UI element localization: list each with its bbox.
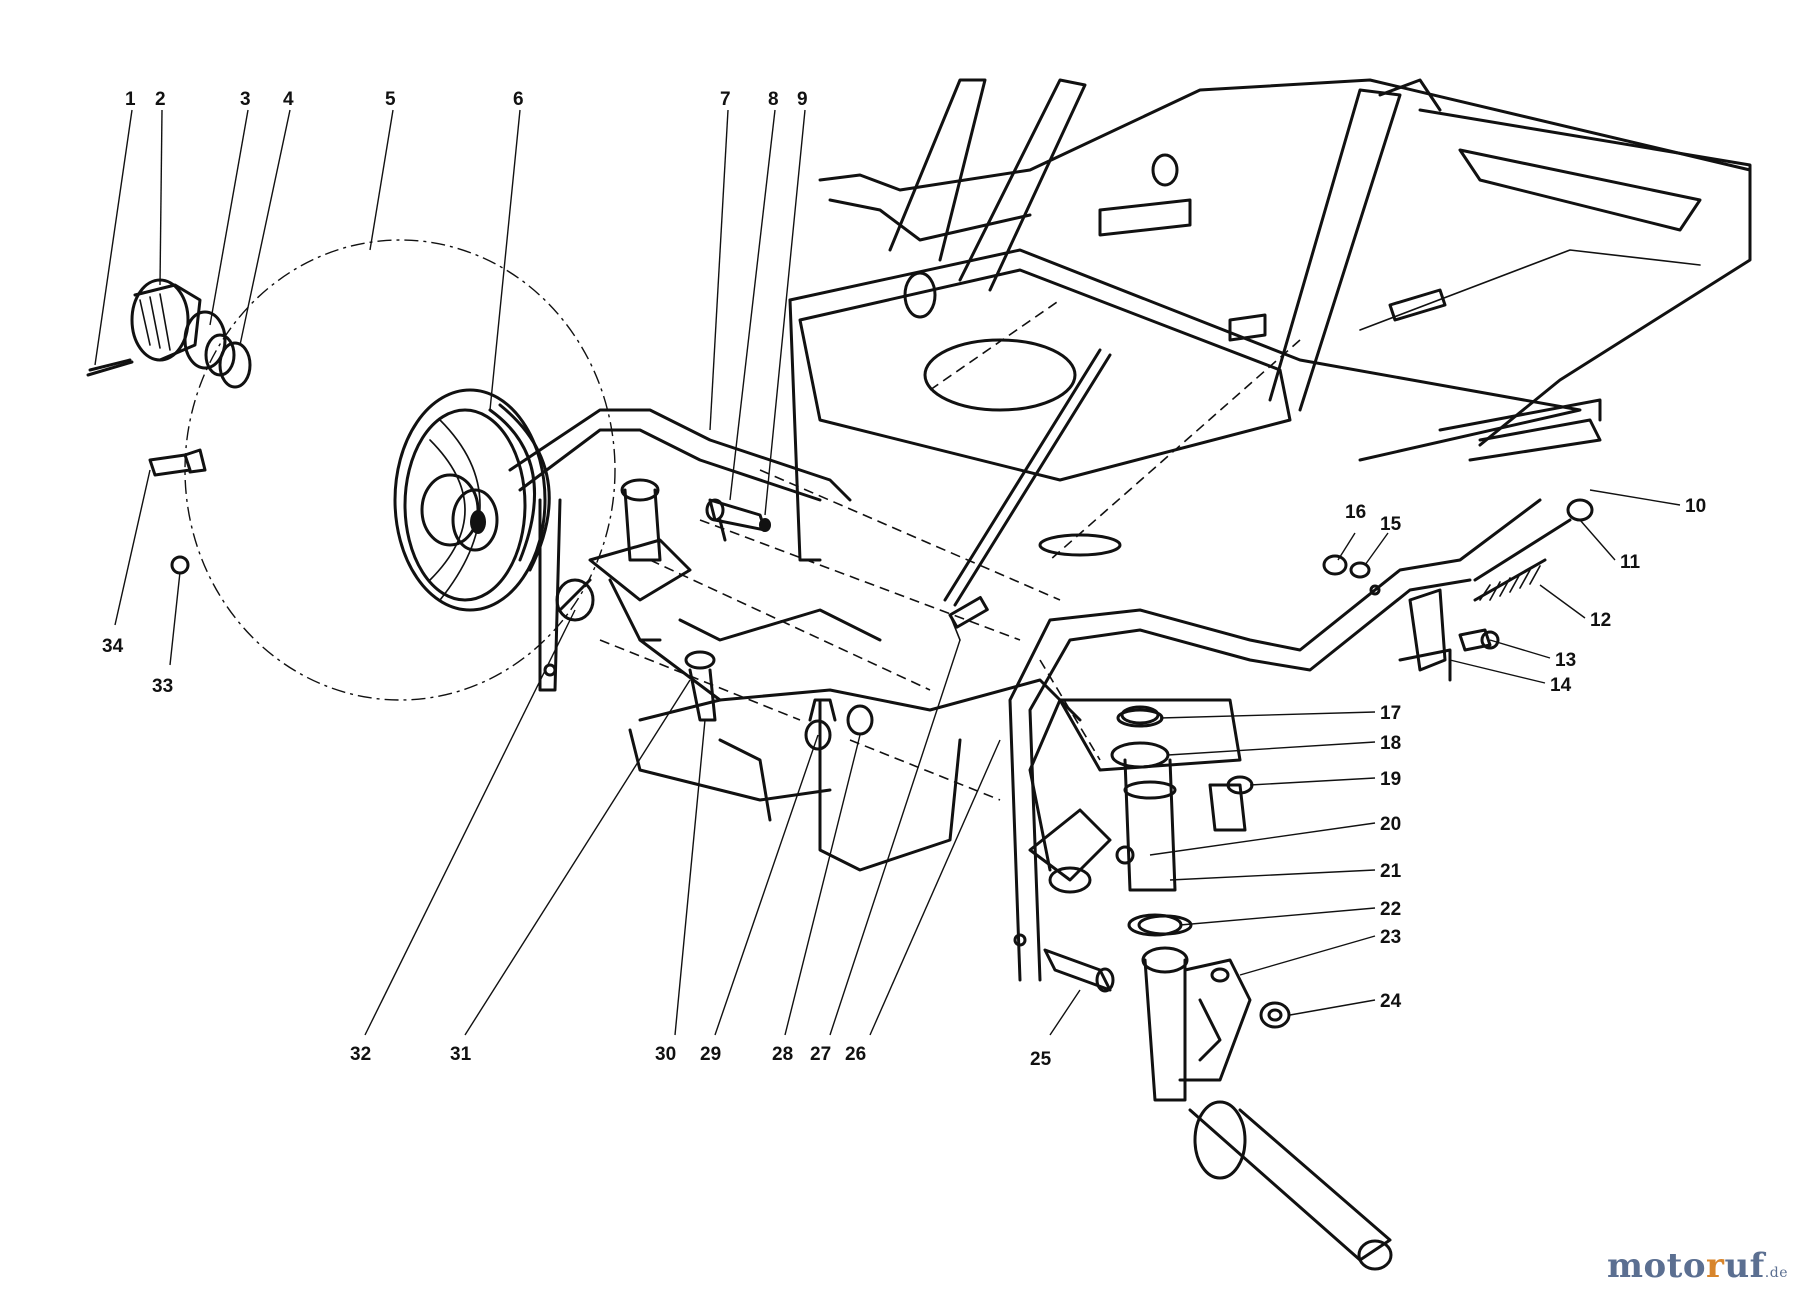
watermark-rest: uf	[1724, 1246, 1765, 1286]
callout-21: 21	[1380, 861, 1402, 882]
callout-19: 19	[1380, 769, 1401, 790]
tie-rod-dashed-lines	[599, 299, 1301, 801]
callout-6: 6	[513, 89, 524, 110]
callout-34: 34	[102, 636, 124, 657]
callout-18: 18	[1380, 733, 1401, 754]
callout-26: 26	[845, 1044, 866, 1065]
drag-link-rod	[943, 348, 1112, 641]
callout-28: 28	[772, 1044, 793, 1065]
callout-24: 24	[1380, 991, 1402, 1012]
left-spindle-assembly	[555, 478, 874, 751]
callout-14: 14	[1550, 675, 1572, 696]
callout-16: 16	[1345, 502, 1366, 523]
callout-32: 32	[350, 1044, 371, 1065]
callout-17: 17	[1380, 703, 1401, 724]
left-wheel-assembly	[86, 239, 616, 701]
callout-2: 2	[155, 89, 166, 110]
callout-leader-lines	[94, 109, 1681, 1036]
watermark-logo: motoruf.de	[1607, 1246, 1788, 1286]
callout-3: 3	[240, 89, 251, 110]
callout-1: 1	[125, 89, 136, 110]
callout-11: 11	[1620, 552, 1641, 573]
callout-10: 10	[1685, 496, 1706, 517]
callout-8: 8	[768, 89, 779, 110]
callout-29: 29	[700, 1044, 721, 1065]
right-spindle-assembly	[1028, 705, 1393, 1271]
callout-5: 5	[385, 89, 396, 110]
callout-25: 25	[1030, 1049, 1052, 1070]
wheel-tire-outline	[184, 239, 616, 701]
callout-30: 30	[655, 1044, 676, 1065]
callout-13: 13	[1555, 650, 1576, 671]
watermark-main: moto	[1606, 1246, 1707, 1286]
callout-numbers: 1 2 3 4 5 6 7 8 9 10 11 12 13 14 15 16 1…	[102, 89, 1706, 1070]
callout-7: 7	[720, 89, 731, 110]
callout-20: 20	[1380, 814, 1401, 835]
watermark-accent: r	[1706, 1246, 1725, 1286]
callout-33: 33	[152, 676, 173, 697]
callout-23: 23	[1380, 927, 1401, 948]
callout-9: 9	[797, 89, 808, 110]
callout-31: 31	[450, 1044, 472, 1065]
callout-15: 15	[1380, 514, 1402, 535]
callout-27: 27	[810, 1044, 831, 1065]
right-linkage-parts	[1322, 498, 1594, 682]
front-bumper-bar	[508, 408, 1602, 982]
watermark-tld: .de	[1764, 1265, 1788, 1281]
callout-4: 4	[283, 89, 294, 110]
callout-22: 22	[1380, 899, 1401, 920]
chassis-frame-drawing	[628, 78, 1752, 872]
callout-12: 12	[1590, 610, 1611, 631]
